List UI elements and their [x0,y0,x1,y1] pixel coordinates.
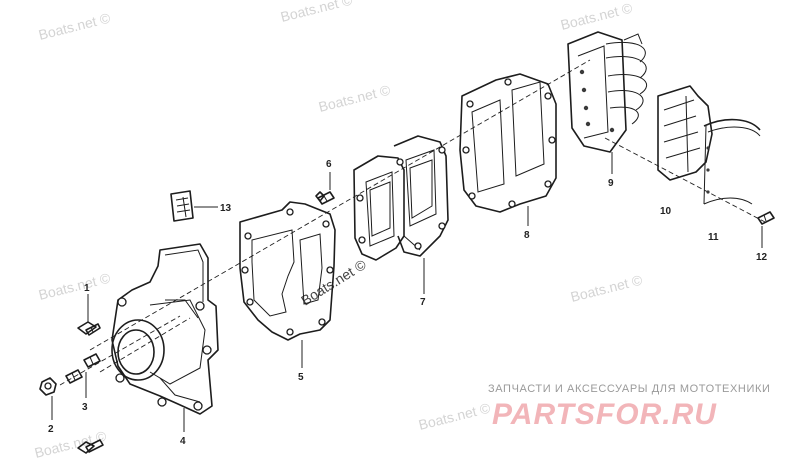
watermark: Boats.net © [317,81,393,114]
callout-labels: 1 2 3 4 5 6 7 8 9 10 11 12 13 [48,159,768,447]
part-6-screw [315,191,335,205]
watermark: Boats.net © [37,9,113,42]
leader-lines [51,152,763,432]
part-9-reed-block [567,31,647,153]
part-10-reed-stop [657,85,713,181]
part-5-gasket [239,201,336,341]
part-3-stud-upper [65,369,83,384]
callout-1: 1 [84,283,90,294]
part-1-bolt [77,321,101,336]
watermark: Boats.net © [559,0,635,33]
watermark: Boats.net © [417,399,493,432]
brand-logo: PARTSFOR.RU [492,398,717,431]
callout-8: 8 [524,230,530,241]
callout-4: 4 [180,436,186,447]
callout-10: 10 [660,206,672,217]
part-7-reed-cage [353,135,449,261]
part-2-nut [39,377,57,396]
callout-11: 11 [708,232,719,243]
callout-5: 5 [298,372,304,383]
watermark: Boats.net © [33,427,109,460]
part-3-stud-lower [83,353,101,368]
watermark: Boats.net © [37,269,113,302]
callout-6: 6 [326,159,332,170]
part-8-gasket [459,73,557,213]
alignment-axis [59,59,766,386]
watermark: Boats.net © [279,0,355,25]
callout-7: 7 [420,297,426,308]
callout-12: 12 [756,252,768,263]
part-12-screw [757,211,775,225]
watermark: Boats.net © [569,271,645,304]
part-4-intake-adapter [111,243,219,415]
brand-tagline: ЗАПЧАСТИ И АКСЕССУАРЫ ДЛЯ МОТОТЕХНИКИ [488,383,770,395]
branding: ЗАПЧАСТИ И АКСЕССУАРЫ ДЛЯ МОТОТЕХНИКИ PA… [488,383,770,431]
callout-2: 2 [48,424,54,435]
callout-13: 13 [220,203,232,214]
part-13-plate [170,190,194,222]
part-1-bolt-lower [77,439,104,454]
callout-9: 9 [608,178,614,189]
callout-3: 3 [82,402,88,413]
part-11-reed-petals [703,118,761,205]
